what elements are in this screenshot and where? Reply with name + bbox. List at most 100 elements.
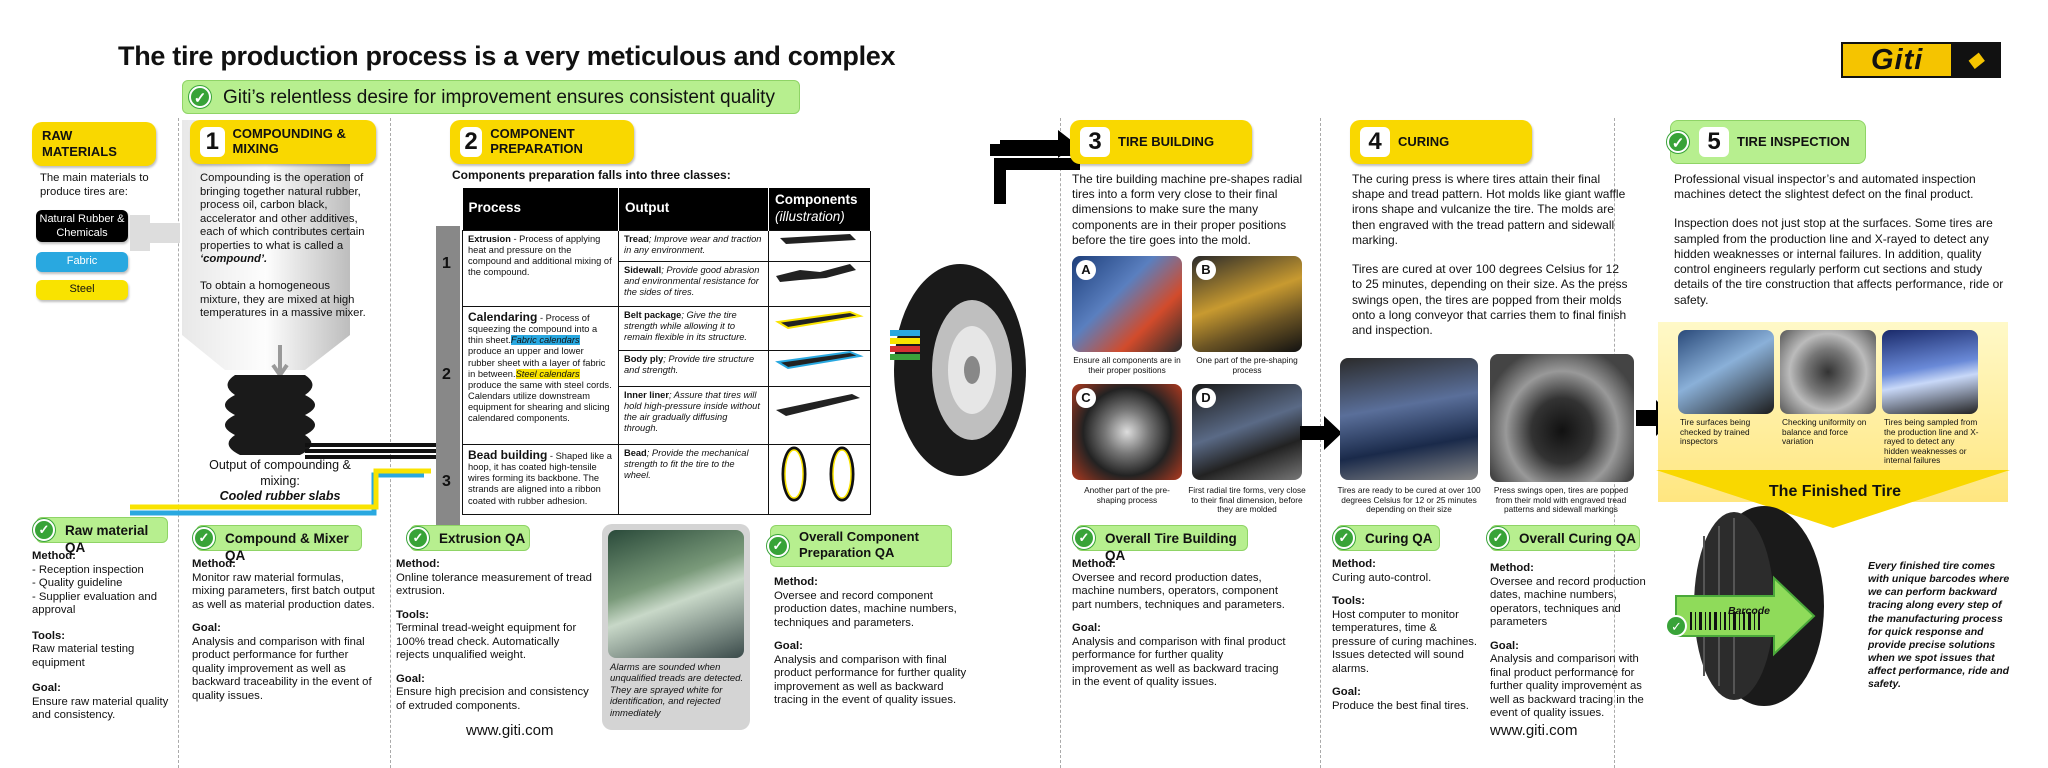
process-desc: produce the same with steel cords. Calen… [468, 379, 612, 424]
divider [1060, 118, 1061, 768]
table-row: Sidewall; Provide good abrasion and envi… [463, 260, 871, 307]
finished-tire-title: The Finished Tire [1768, 483, 1902, 500]
inspection-photo-3 [1882, 330, 1978, 414]
component-prep-intro: Components preparation falls into three … [452, 168, 731, 182]
check-icon: ✓ [1333, 527, 1355, 549]
curing-caption-2: Press swings open, tires are popped from… [1493, 485, 1629, 515]
qa-heading: Tools: [396, 608, 430, 621]
tire-building-description: The tire building machine pre-shapes rad… [1072, 172, 1303, 247]
qa-compound-mixer-label: ✓ Compound & Mixer QA [193, 525, 362, 563]
qa-heading: Goal: [192, 622, 221, 635]
qa-tire-building-label: ✓Overall Tire Building QA [1073, 525, 1248, 563]
caption-d: First radial tire forms, very close to t… [1188, 485, 1306, 515]
qa-text: Ensure high precision and consistency of… [396, 686, 589, 712]
qa-title: Extrusion QA [439, 531, 526, 546]
qa-text: Analysis and comparison with final produ… [774, 653, 967, 707]
stage-tire-building-title: TIRE BUILDING [1118, 133, 1215, 149]
photo-marker: B [1196, 260, 1216, 280]
class-number: 3 [442, 473, 451, 490]
stage-number: 3 [1080, 127, 1110, 157]
qa-item: - Quality guideline [32, 577, 123, 590]
qa-component-body: Method: Oversee and record component pro… [774, 576, 974, 708]
logo-text: Giti [1871, 44, 1924, 76]
website-link[interactable]: www.giti.com [1490, 722, 1578, 739]
feed-arrow [130, 215, 180, 251]
stage-compounding-title: COMPOUNDING & MIXING [232, 126, 346, 156]
output-name: Sidewall [624, 264, 662, 275]
rubber-slab [225, 375, 315, 455]
stage-number: 2 [460, 127, 483, 157]
caption-a: Ensure all components are in their prope… [1073, 355, 1181, 375]
arrow-to-curing [1300, 416, 1342, 450]
curing-p2: Tires are cured at over 100 degrees Cels… [1352, 262, 1628, 338]
sidewall-shape [776, 264, 856, 282]
raw-materials-label-text: RAW MATERIALS [42, 127, 117, 159]
col-output: Output [618, 188, 769, 231]
qa-text: Online tolerance measurement of tread ex… [396, 571, 592, 598]
website-link[interactable]: www.giti.com [466, 722, 554, 739]
output-name: Body ply [624, 353, 664, 364]
output-bodyply: Body ply; Provide tire structure and str… [618, 349, 769, 387]
inspection-p1: Professional visual inspector’s and auto… [1674, 172, 1976, 202]
arrow-right-icon [1300, 416, 1342, 450]
check-icon: ✓ [193, 527, 215, 549]
qa-text: Oversee and record production dates, mac… [1072, 571, 1285, 611]
class-number: 1 [442, 255, 451, 272]
arrow-to-building [1000, 130, 1076, 158]
stage-inspection-title: TIRE INSPECTION [1737, 133, 1850, 149]
innerliner-shape [776, 394, 860, 416]
qa-text: Analysis and comparison with final produ… [1072, 635, 1286, 689]
qa-text: Host computer to monitor temperatures, t… [1332, 608, 1478, 675]
check-icon: ✓ [407, 527, 429, 549]
compounding-description: Compounding is the operation of bringing… [200, 172, 368, 321]
stage-number: 1 [200, 127, 225, 157]
qa-title: Compound & Mixer QA [225, 531, 349, 563]
process-name: Extrusion [468, 233, 511, 244]
process-desc: - Shaped like a hoop, it has coated high… [468, 450, 612, 506]
qa-overall-curing-label: ✓Overall Curing QA [1487, 525, 1640, 551]
stage-tire-building-label: 3 TIRE BUILDING [1070, 120, 1252, 164]
inspection-caption-2: Checking uniformity on balance and force… [1782, 417, 1867, 447]
qa-heading: Goal: [32, 682, 61, 695]
qa-title: Overall Tire Building QA [1105, 531, 1237, 563]
output-desc: ; Assure that tires will hold high-press… [624, 389, 760, 434]
raw-materials-label: RAW MATERIALS [32, 122, 156, 166]
qa-extrusion-body: Method: Online tolerance measurement of … [396, 558, 592, 713]
qa-heading: Method: [32, 550, 76, 562]
subtitle-text: Giti’s relentless desire for improvement… [223, 87, 775, 108]
curing-p1: The curing press is where tires attain t… [1352, 172, 1626, 247]
qa-overall-curing-body: Method: Oversee and record production da… [1490, 562, 1648, 721]
process-name: Bead building [468, 447, 548, 462]
extrusion-photo [608, 530, 744, 658]
table-row: Extrusion - Process of applying heat and… [462, 229, 871, 307]
class-number: 2 [442, 366, 451, 383]
flow-arrow [990, 144, 1080, 204]
steel-highlight: Steel calendars [515, 368, 580, 379]
output-desc: ; Provide tire structure and strength. [624, 353, 755, 375]
col-components-sub: (illustration) [775, 208, 845, 224]
qa-heading: Method: [192, 558, 236, 570]
qa-extrusion-label: ✓ Extrusion QA [407, 525, 530, 551]
check-icon [1665, 615, 1687, 637]
output-name: Inner liner [624, 389, 669, 400]
tire-cutaway-illustration [890, 144, 1080, 476]
compound-term: ‘compound’. [200, 253, 268, 266]
qa-text: Produce the best final tires. [1332, 699, 1469, 712]
qa-text: Oversee and record component production … [774, 589, 957, 629]
giti-logo: Giti◆ [1841, 42, 2001, 78]
qa-text: Analysis and comparison with final produ… [1490, 653, 1644, 720]
qa-text: Oversee and record production dates, mac… [1490, 575, 1646, 629]
inspection-p2: Inspection does not just stop at the sur… [1674, 216, 2004, 307]
col-process: Process [462, 188, 619, 231]
qa-text: Monitor raw material formulas, mixing pa… [192, 571, 375, 611]
finished-tire-description: Every finished tire comes with unique ba… [1868, 560, 2010, 691]
qa-heading: Method: [1490, 562, 1534, 574]
col-components-text: Components [775, 192, 858, 207]
output-value: Cooled rubber slabs [219, 489, 341, 504]
qa-heading: Goal: [1072, 622, 1101, 635]
qa-text: Curing auto-control. [1332, 571, 1432, 584]
curing-caption-1: Tires are ready to be cured at over 100 … [1337, 485, 1481, 515]
raw-intro: The main materials to produce tires are: [40, 172, 149, 198]
